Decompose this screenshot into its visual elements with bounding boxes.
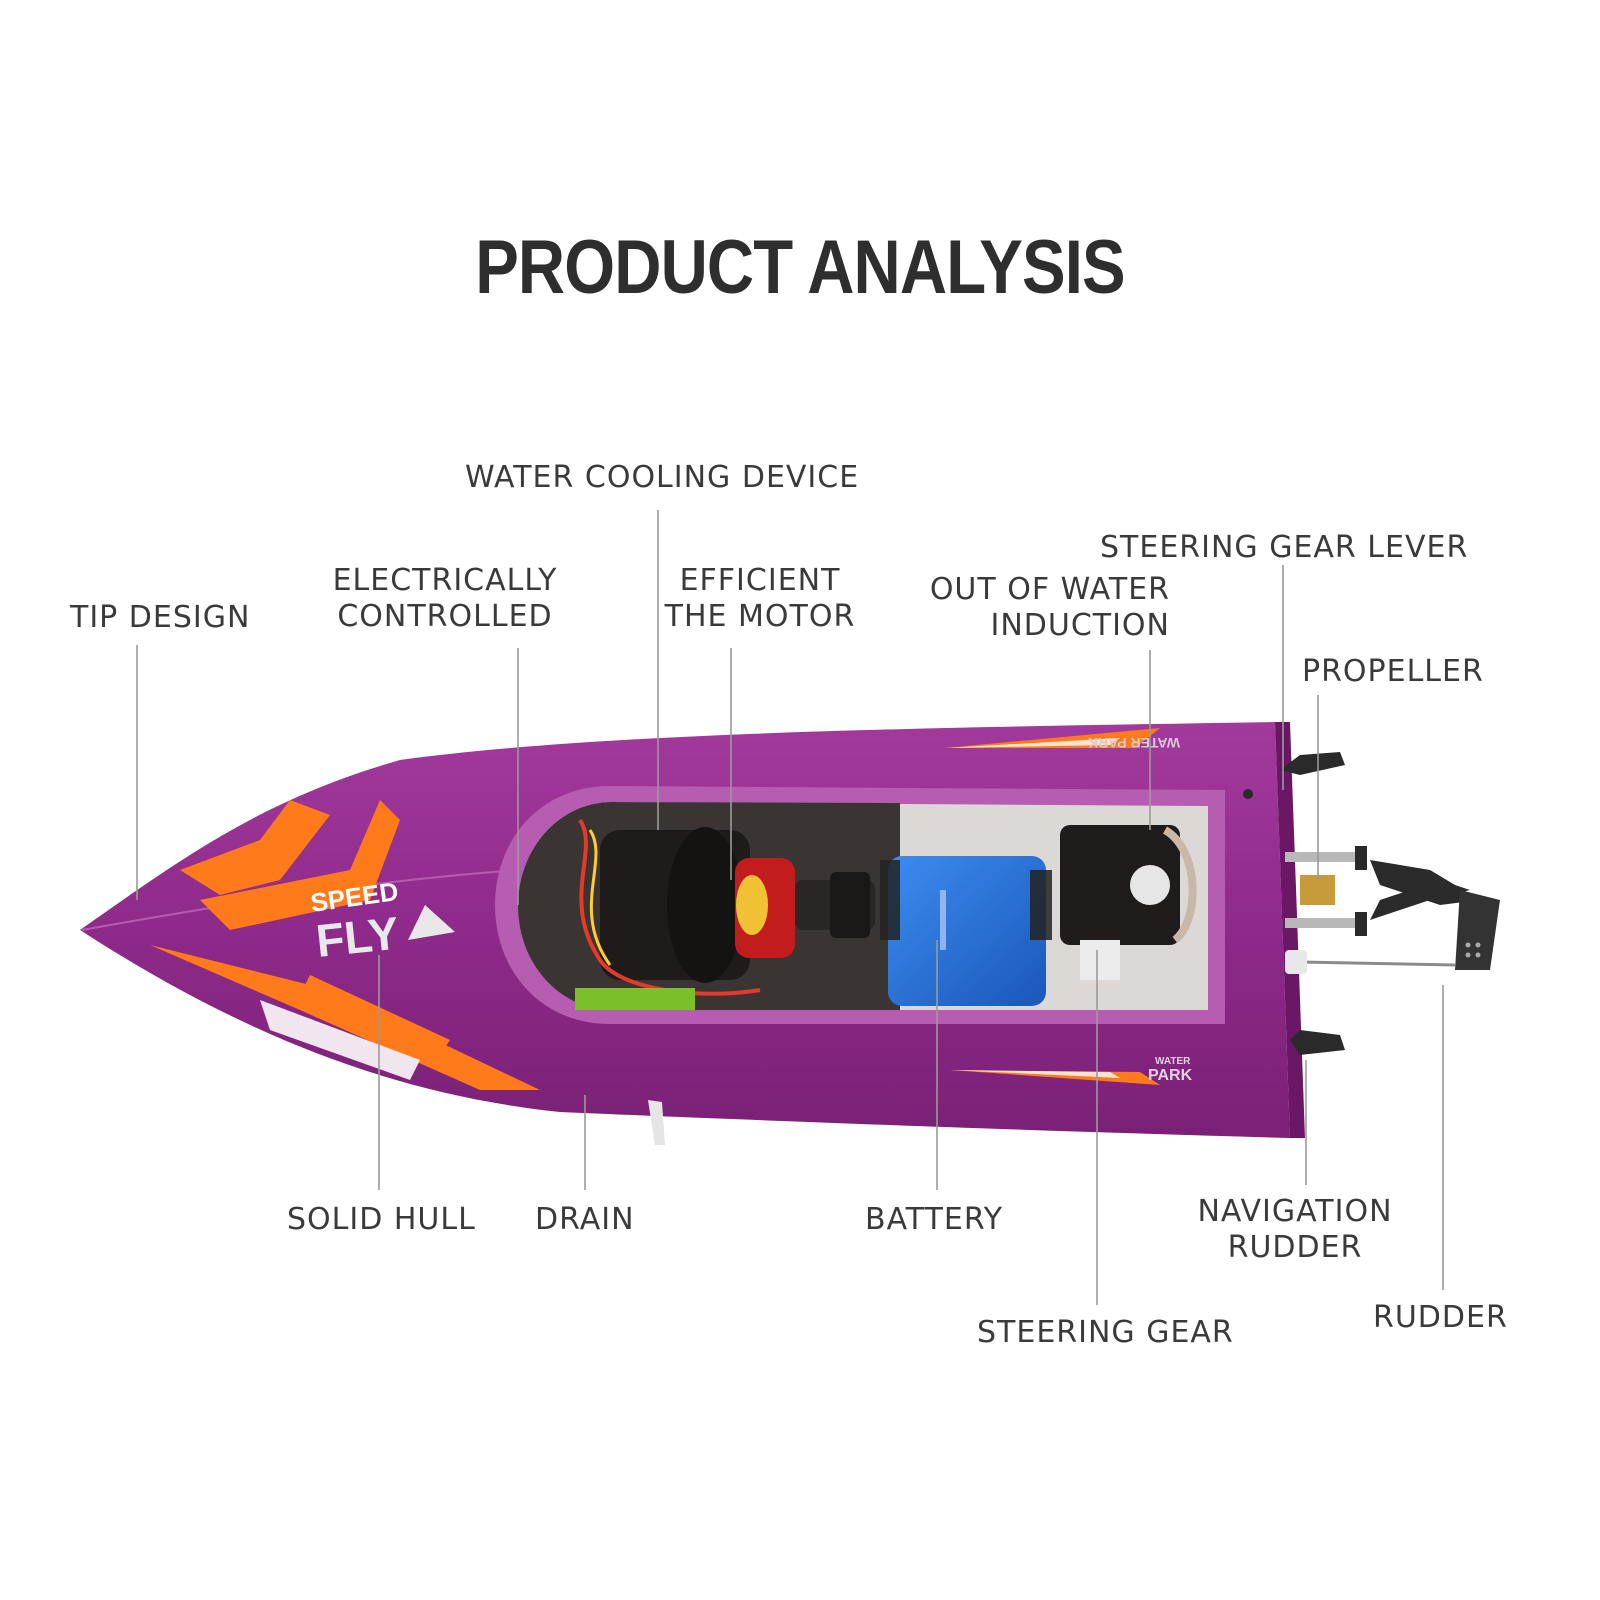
trim-tab-top <box>1280 752 1345 775</box>
label-rudder: RUDDER <box>1373 1300 1508 1335</box>
label-water-cooling-device: WATER COOLING DEVICE <box>465 460 860 495</box>
rudder <box>1455 890 1500 970</box>
decal-top: WATER PARK <box>1088 735 1180 751</box>
label-steering-gear: STEERING GEAR <box>977 1315 1234 1350</box>
brand-fly: FLY <box>314 907 402 967</box>
battery <box>888 856 1046 1006</box>
decal-bottom-main: PARK <box>1148 1067 1193 1084</box>
label-tip-design: TIP DESIGN <box>70 600 251 635</box>
label-solid-hull: SOLID HULL <box>287 1202 476 1237</box>
label-navigation-rudder: NAVIGATION RUDDER <box>1197 1194 1393 1265</box>
label-steering-gear-lever: STEERING GEAR LEVER <box>1100 530 1469 565</box>
label-electrically-controlled: ELECTRICALLY CONTROLLED <box>332 563 558 634</box>
label-battery: BATTERY <box>865 1202 1004 1237</box>
label-drain: DRAIN <box>535 1202 635 1237</box>
label-efficient-motor: EFFICIENT THE MOTOR <box>664 563 856 634</box>
page-title: PRODUCT ANALYSIS <box>475 225 1125 310</box>
steering-gear <box>1060 825 1180 945</box>
drain-tube <box>648 1100 665 1145</box>
label-out-of-water-induction: OUT OF WATER INDUCTION <box>929 572 1170 643</box>
decal-bottom-small: WATER <box>1155 1056 1191 1067</box>
brand-triangle <box>408 905 455 940</box>
label-propeller: PROPELLER <box>1302 654 1484 689</box>
bow-decal <box>150 800 540 1090</box>
trim-tab-bottom <box>1290 1030 1345 1055</box>
